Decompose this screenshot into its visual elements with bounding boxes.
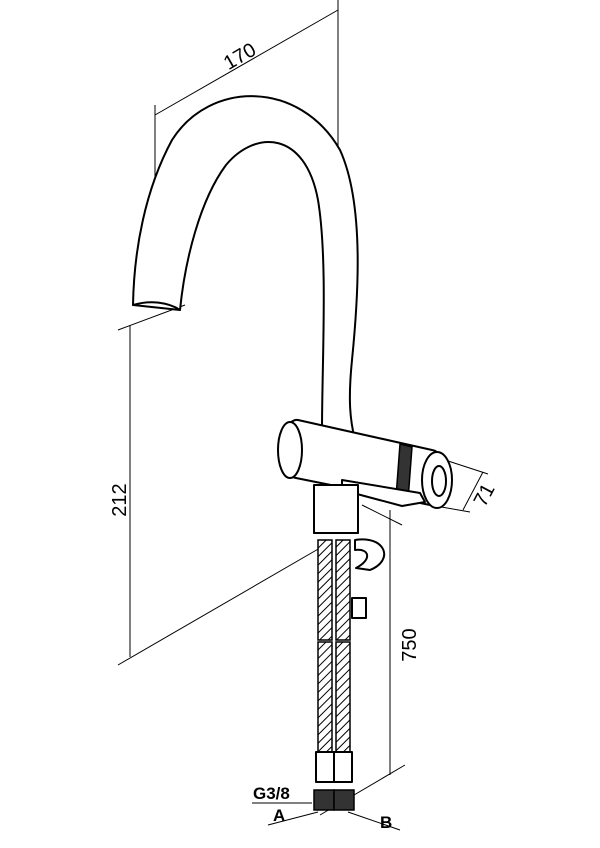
base-neck (313, 484, 359, 534)
lever-ring-outer (421, 451, 453, 509)
faucet-spout (132, 95, 359, 441)
hose-value: 750 (399, 628, 421, 661)
height-value: 212 (109, 483, 131, 516)
faucet-base (313, 484, 386, 571)
lever-extension-top (444, 459, 489, 475)
hose-a-upper (317, 539, 333, 641)
nut-a (313, 789, 335, 811)
lever-value: 71 (470, 480, 500, 510)
reach-dimension-line (154, 9, 339, 116)
thread-label: G3/8 (253, 784, 290, 803)
mixer-end-cap (277, 421, 303, 479)
hose-a-lower (317, 641, 333, 753)
dimension-height: 212 (109, 304, 321, 666)
inlet-a-label: A (273, 806, 285, 825)
mixer-body (277, 418, 453, 509)
inlet-a-leader (267, 811, 319, 826)
side-fitting (351, 597, 367, 619)
fitting-b (333, 751, 353, 783)
hose-b-lower (335, 641, 351, 753)
spout-body (132, 95, 359, 441)
hose-extension-top (361, 504, 403, 526)
flex-hoses (313, 539, 367, 811)
height-extension-bottom (117, 547, 321, 666)
nut-b (333, 789, 355, 811)
fitting-a (315, 751, 335, 783)
lever-ring-inner (431, 465, 447, 497)
reach-value: 170 (220, 39, 260, 75)
inlet-b-leader (347, 811, 401, 831)
connection-labels: G3/8 A B (252, 784, 401, 832)
hose-b-upper (335, 539, 351, 641)
lever-dimension-line (462, 471, 484, 511)
mounting-bracket (354, 538, 386, 571)
inlet-b-label: B (380, 813, 392, 832)
spout-tip (132, 301, 181, 311)
